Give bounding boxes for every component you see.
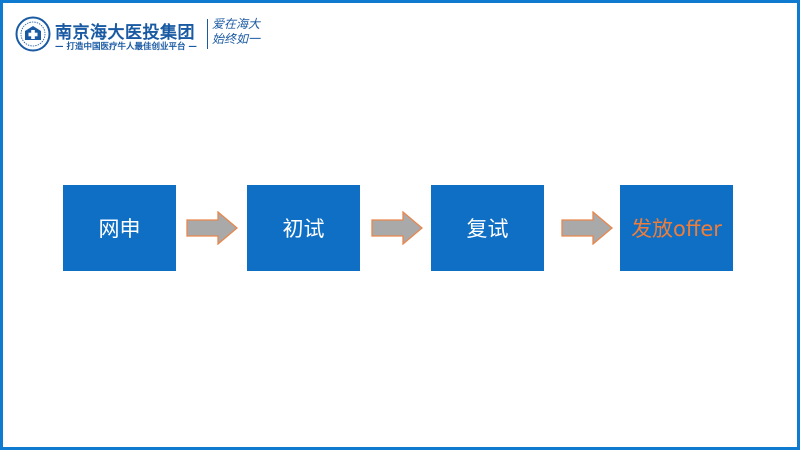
step-label: 复试 xyxy=(466,217,509,241)
brand-divider xyxy=(207,19,208,49)
step-label: 网申 xyxy=(98,217,141,241)
arrow-right-icon xyxy=(561,211,613,245)
group-logo-icon xyxy=(15,16,51,52)
arrow-right-icon xyxy=(371,211,423,245)
motto-line-1: 爱在海大 xyxy=(212,17,261,31)
step-second-interview: 复试 xyxy=(431,185,544,271)
brand-slogan: — 打造中国医疗牛人最佳创业平台 — xyxy=(55,42,197,52)
step-offer: 发放offer xyxy=(620,185,733,271)
step-online-application: 网申 xyxy=(63,185,176,271)
arrow-right-icon xyxy=(186,211,238,245)
step-label: 初试 xyxy=(282,217,325,241)
motto: 爱在海大 始终如一 xyxy=(212,17,260,47)
motto-line-2: 始终如一 xyxy=(212,32,261,46)
brand-name: 南京海大医投集团 xyxy=(55,23,195,43)
step-label: 发放offer xyxy=(631,217,722,241)
step-first-interview: 初试 xyxy=(247,185,360,271)
